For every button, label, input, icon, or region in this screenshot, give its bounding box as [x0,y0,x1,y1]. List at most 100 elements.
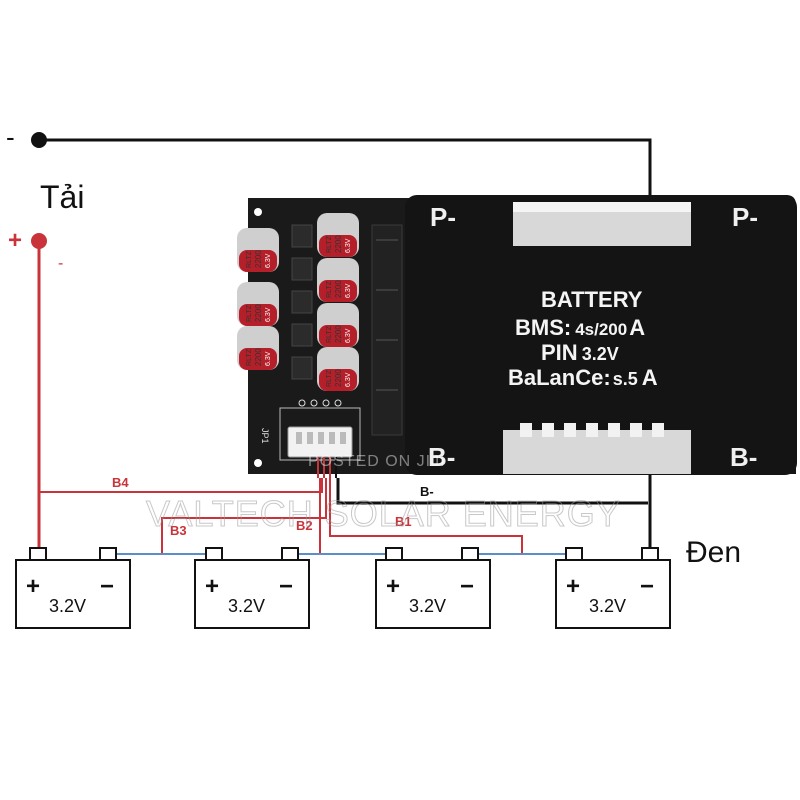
capacitor-label: RLTZ [326,369,333,387]
wire-b3-label: B3 [170,523,187,538]
battery-terminal-negative [99,547,117,561]
b-busbar-slot [542,423,554,437]
battery-body [194,559,310,629]
connector-pin [307,432,313,444]
battery-minus-sign: − [460,573,474,600]
capacitor-value: 2200 [334,369,343,387]
b-busbar [503,430,691,474]
capacitor-value: 2200 [254,304,263,322]
capacitor: RLTZ 2200 6.3V [317,347,359,391]
wire-b1-label: B1 [395,514,412,529]
terminal-p-left: P- [430,202,456,232]
mosfet [291,323,313,347]
capacitor-label: RLTZ [246,348,253,366]
wire-b-negative-label: B- [420,484,434,499]
test-pad [310,399,318,407]
battery-plus-sign: + [386,573,400,600]
capacitor-label: RLTZ [246,250,253,268]
battery-terminal-positive [29,547,47,561]
battery-voltage: 3.2V [228,596,265,616]
capacitor-stripe [239,348,277,370]
capacitor-voltage: 6.3V [345,283,352,298]
connector-pin [329,432,335,444]
battery-terminal-negative [281,547,299,561]
connector-pin [318,432,324,444]
wire-b1 [329,478,523,554]
mount-hole-top [254,208,262,216]
battery-minus-sign: − [100,573,114,600]
heatsink-plate-body [405,195,797,475]
ground-label: Đen [686,536,741,569]
capacitor-value: 2200 [254,348,263,366]
mosfet [291,290,313,314]
mosfet [291,257,313,281]
connector-pin [296,432,302,444]
balance-connector-label: JP1 [260,428,270,444]
battery-voltage: 3.2V [589,596,626,616]
terminal-p-right: P- [732,202,758,232]
capacitor-stripe [319,325,357,347]
wire-b2-label: B2 [296,518,313,533]
capacitor-value: 2200 [334,325,343,343]
capacitor-voltage: 6.3V [265,253,272,268]
capacitor-value: 2200 [334,235,343,253]
battery-voltage: 3.2V [49,596,86,616]
watermark-brand: VALTECH SOLAR ENERGY [146,493,621,534]
b-busbar-slot [608,423,620,437]
smd-parts [371,224,403,436]
bms-board: RLTZ 2200 6.3V RLTZ 2200 6.3V RLTZ 2200 … [237,195,797,478]
capacitor: RLTZ 2200 6.3V [237,228,279,272]
p-busbar-shade [513,202,691,212]
b-busbar-slot [520,423,532,437]
capacitor-stripe [319,280,357,302]
board-label-line2: BMS:4s/200A [515,315,645,340]
capacitor-stripe [239,304,277,326]
wire-b4 [39,478,323,493]
battery-plus-sign: + [26,573,40,600]
terminal-b-right: B- [730,442,757,472]
battery-terminal-positive [565,547,583,561]
capacitor-stripe [319,235,357,257]
capacitor-label: RLTZ [326,235,333,253]
battery-terminal-positive [385,547,403,561]
capacitor-stripe [319,369,357,391]
load-positive-sign: + [8,227,22,254]
load-positive-note: - [58,255,63,272]
capacitor: RLTZ 2200 6.3V [237,326,279,370]
terminal-b-left: B- [428,442,455,472]
board-label-line1: BATTERY [541,287,643,312]
battery-terminal-negative [641,547,659,561]
mosfet [291,224,313,248]
load-negative-sign: - [6,122,15,152]
capacitor: RLTZ 2200 6.3V [317,213,359,257]
balance-connector-outline [279,407,361,461]
wire-b-negative [336,478,648,505]
capacitor-voltage: 6.3V [345,238,352,253]
capacitor-voltage: 6.3V [345,372,352,387]
mount-hole-bottom [254,459,262,467]
battery-minus-sign: − [640,573,654,600]
load-title: Tải [40,179,84,215]
battery-plus-sign: + [205,573,219,600]
capacitor: RLTZ 2200 6.3V [317,258,359,302]
battery-cell-2: + − 3.2V [194,547,310,629]
watermark-posted: POSTED ON JIJI [308,453,446,470]
battery-cell-1: + − 3.2V [15,547,131,629]
battery-body [375,559,491,629]
capacitor-label: RLTZ [246,304,253,322]
test-pad [334,399,342,407]
battery-terminal-negative [461,547,479,561]
battery-body [555,559,671,629]
capacitor-voltage: 6.3V [345,328,352,343]
test-pad [322,399,330,407]
b-busbar-slot [564,423,576,437]
capacitor-label: RLTZ [326,280,333,298]
wire-b4-label: B4 [112,475,129,490]
capacitor-stripe [239,250,277,272]
battery-cell-4: + − 3.2V [555,547,671,629]
capacitor-voltage: 6.3V [265,307,272,322]
mosfet [291,356,313,380]
